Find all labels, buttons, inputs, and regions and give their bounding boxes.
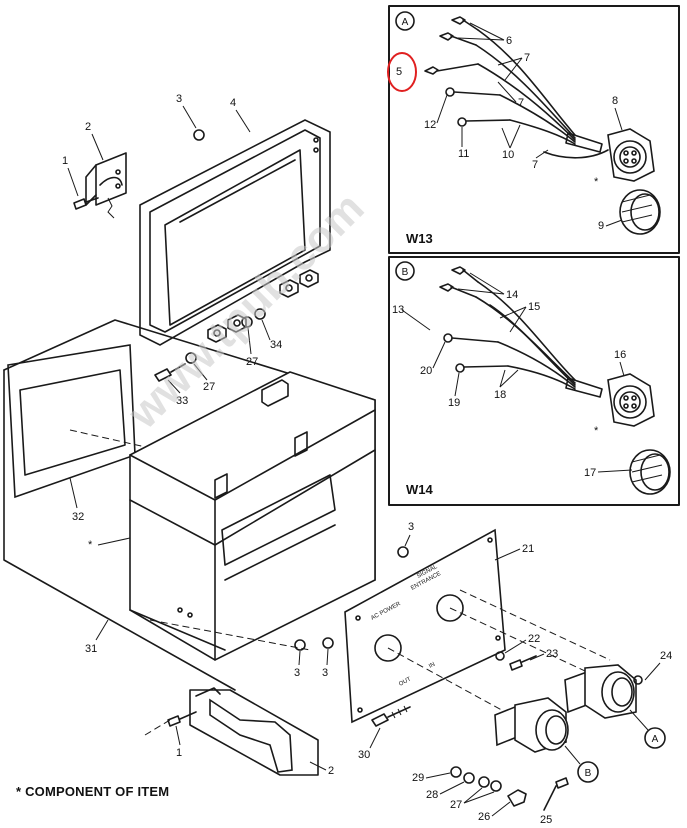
item-26-label: 26 <box>478 811 490 823</box>
item-34-label: 34 <box>270 339 282 351</box>
nut-3-left <box>294 639 306 651</box>
item-25-label: 25 <box>540 814 552 826</box>
highlight-ellipse <box>387 52 417 92</box>
callout-a-label: A <box>652 734 659 745</box>
part-26 <box>507 789 527 807</box>
washer-27-low <box>478 776 490 788</box>
detail-a-panel: A 5 8 <box>387 5 680 254</box>
item-11-label: 11 <box>458 148 469 160</box>
item-31-label: 31 <box>85 643 97 655</box>
item-27-label-low: 27 <box>450 799 462 811</box>
cable-bundle-b <box>475 281 603 398</box>
item-23-label: 23 <box>546 648 558 660</box>
item-21-label: 21 <box>522 543 534 555</box>
item-3-label-left: 3 <box>294 667 300 679</box>
screw-1-top <box>73 197 99 210</box>
callout-a-circle <box>644 727 666 749</box>
item-18-label: 18 <box>494 389 506 401</box>
bracket-2-bottom <box>189 687 319 776</box>
item-14-label: 14 <box>506 289 518 301</box>
item-7-label-mid: 7 <box>518 97 524 109</box>
item-4-label: 4 <box>230 97 236 109</box>
asterisk-main: * <box>88 539 93 551</box>
detail-a-callout: A <box>402 17 409 28</box>
cable-bundle-a <box>475 29 609 159</box>
item-24-label: 24 <box>660 650 672 662</box>
item-6-label: 6 <box>506 35 512 47</box>
terminal-lugs-b <box>439 266 509 373</box>
connector-a-assembly <box>564 664 643 719</box>
nut-3-top <box>193 129 205 141</box>
item-20-label: 20 <box>420 365 432 377</box>
item-5-label: 5 <box>396 66 402 78</box>
nut-3-right <box>322 637 334 649</box>
nut-34 <box>254 308 266 320</box>
item-22-label: 22 <box>528 633 540 645</box>
item-3-label-right: 3 <box>322 667 328 679</box>
asterisk-b: * <box>594 425 599 437</box>
detail-b-panel: B 13 <box>388 256 680 506</box>
nut-3-panel <box>397 546 409 558</box>
item-7-label-low: 7 <box>532 159 538 171</box>
item-17-label: 17 <box>584 467 596 479</box>
item-3-label-top: 3 <box>176 93 182 105</box>
panel-label-out: OUT <box>398 676 412 687</box>
item-29-label: 29 <box>412 772 424 784</box>
panel-label-in: IN <box>428 662 436 670</box>
item-30-label: 30 <box>358 749 370 761</box>
frame-4 <box>139 119 331 346</box>
item-15-label: 15 <box>528 301 540 313</box>
terminal-lugs-a <box>424 16 511 127</box>
connector-16 <box>607 373 655 427</box>
washer-27-mid <box>185 352 197 364</box>
item-8-label: 8 <box>612 95 618 107</box>
screw-1-bottom <box>167 711 197 727</box>
dust-cap-17 <box>629 449 671 495</box>
item-33-label: 33 <box>176 395 188 407</box>
connector-b-assembly <box>494 697 569 753</box>
item-3-label-panel: 3 <box>408 521 414 533</box>
screw-23 <box>509 655 537 671</box>
item-9-label: 9 <box>598 220 604 232</box>
item-7-label-top: 7 <box>524 52 530 64</box>
item-28-label: 28 <box>426 789 438 801</box>
washer-22 <box>495 651 505 661</box>
item-32-label: 32 <box>72 511 84 523</box>
connector-8 <box>607 128 655 182</box>
screw-33 <box>154 363 186 382</box>
screw-25 <box>543 777 569 811</box>
dust-cap-9 <box>619 189 661 235</box>
item-2-label-top: 2 <box>85 121 91 133</box>
gasket-32 <box>7 344 151 499</box>
callout-b-circle <box>577 761 599 783</box>
item-10-label: 10 <box>502 149 514 161</box>
screw-30 <box>371 705 411 727</box>
nut-29 <box>450 766 462 778</box>
enclosure-31 <box>3 319 376 736</box>
item-1-label-bottom: 1 <box>176 747 182 759</box>
footnote: * COMPONENT OF ITEM <box>16 784 170 799</box>
panel-21: ENTRANCE SIGNAL AC POWER IN OUT <box>344 528 611 724</box>
bracket-2-top <box>85 152 127 219</box>
item-16-label: 16 <box>614 349 626 361</box>
washer-28 <box>463 772 475 784</box>
asterisk-a: * <box>594 176 599 188</box>
washer-27-low2 <box>490 780 502 792</box>
item-27-label-mid: 27 <box>203 381 215 393</box>
item-1-label-top: 1 <box>62 155 68 167</box>
callout-b-label: B <box>585 768 592 779</box>
detail-b-title: W14 <box>406 482 434 497</box>
washer-27-top <box>241 316 253 328</box>
detail-a-title: W13 <box>406 231 433 246</box>
item-13-label: 13 <box>392 304 404 316</box>
item-2-label-bottom: 2 <box>328 765 334 777</box>
item-12-label: 12 <box>424 119 436 131</box>
item-19-label: 19 <box>448 397 460 409</box>
detail-b-callout: B <box>402 267 409 278</box>
